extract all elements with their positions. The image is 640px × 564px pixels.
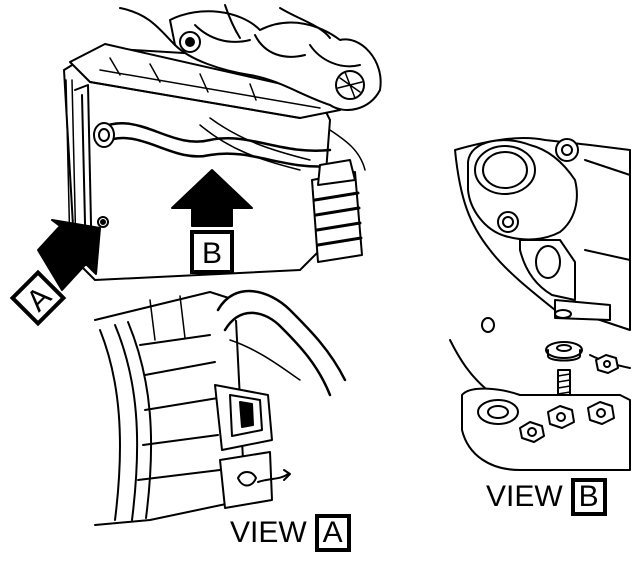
mounting-nut xyxy=(595,354,619,374)
view-b-letter-box: B xyxy=(570,478,607,516)
view-a-detail xyxy=(94,290,347,526)
view-a-label: VIEW A xyxy=(230,514,351,552)
mounting-nut xyxy=(547,405,575,429)
callout-arrow-b xyxy=(171,169,253,227)
mounting-nut xyxy=(587,401,615,425)
view-b-detail xyxy=(449,137,631,471)
mounting-nut xyxy=(519,421,545,443)
mounting-bracket xyxy=(461,387,631,471)
view-a-letter: A xyxy=(322,516,343,549)
view-a-letter-box: A xyxy=(314,514,351,552)
bolt-hole xyxy=(554,309,572,319)
callout-label-b: B xyxy=(202,237,222,270)
engine-bay-illustration xyxy=(63,4,382,281)
callout-box-b: B xyxy=(190,230,234,274)
upper-radiator-hose xyxy=(98,122,332,152)
callout-box-a: A xyxy=(9,269,67,327)
callout-arrow-a xyxy=(37,219,101,291)
view-b-word: VIEW xyxy=(486,480,563,513)
view-b-letter: B xyxy=(578,480,599,513)
view-b-label: VIEW B xyxy=(486,478,607,516)
view-a-word: VIEW xyxy=(230,516,307,549)
